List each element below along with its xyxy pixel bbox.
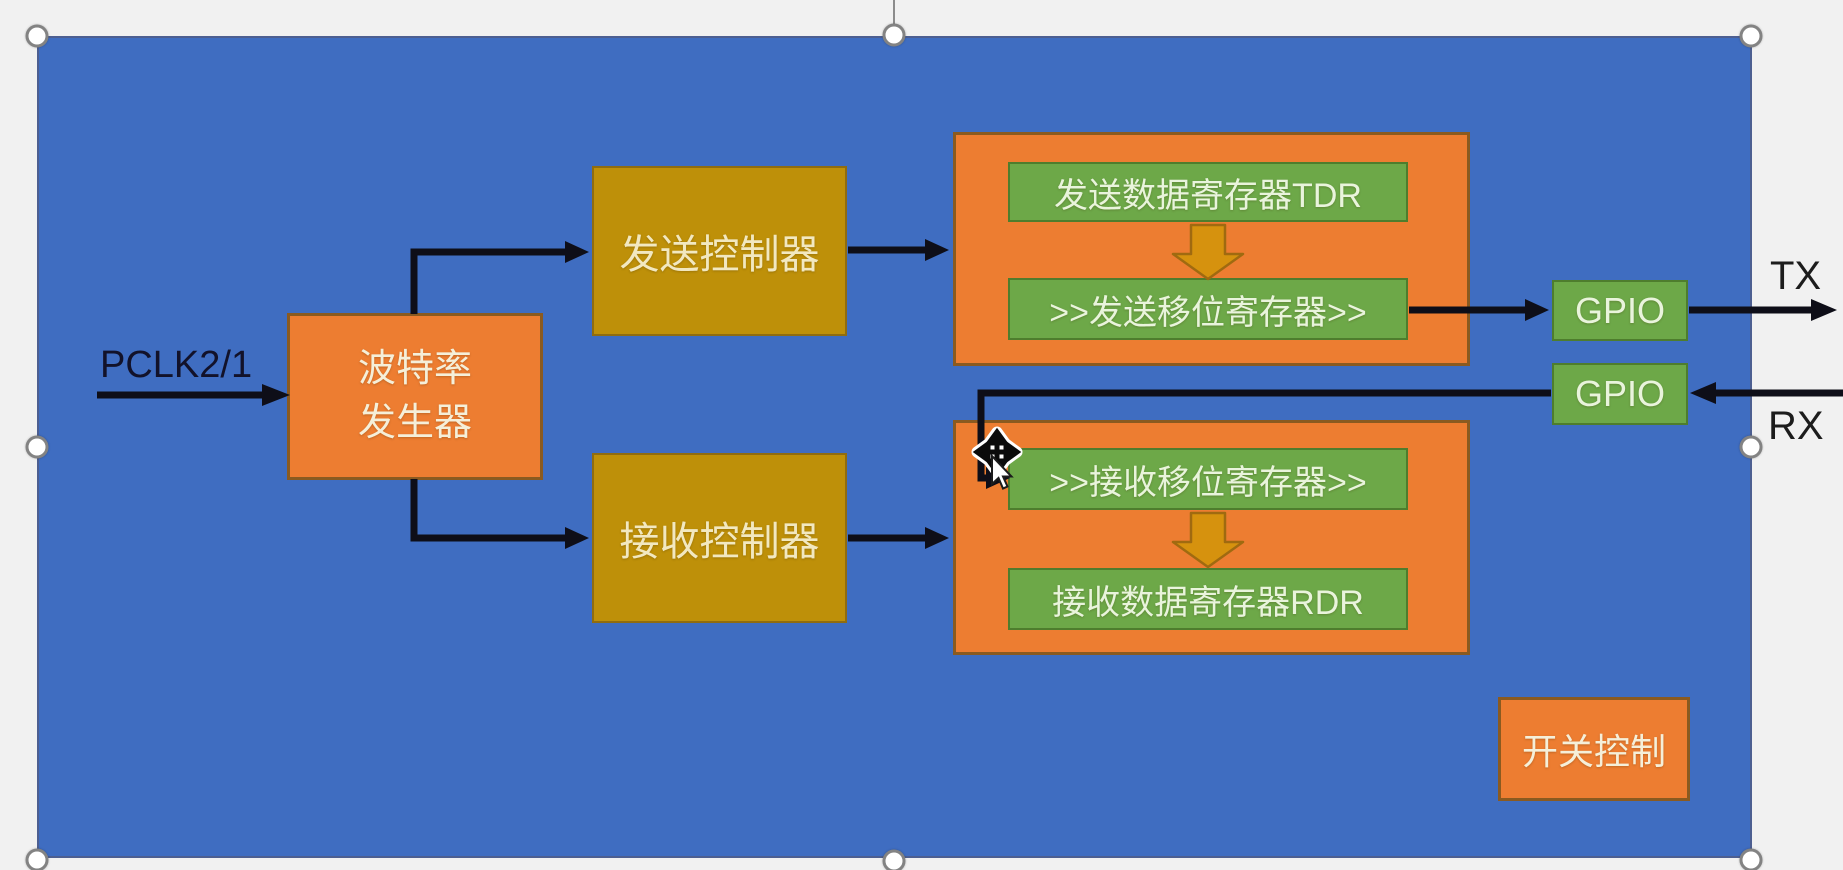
receive-controller-box[interactable]: 接收控制器: [592, 453, 847, 623]
selection-handle-middle-right[interactable]: [1739, 435, 1763, 459]
baud-rate-generator-box[interactable]: 波特率 发生器: [287, 313, 543, 480]
transmit-data-register-tdr-box[interactable]: 发送数据寄存器TDR: [1008, 162, 1408, 222]
receive-data-register-rdr-box[interactable]: 接收数据寄存器RDR: [1008, 568, 1408, 630]
rdr-label: 接收数据寄存器RDR: [1052, 583, 1364, 622]
gpio-rx-box[interactable]: GPIO: [1552, 363, 1688, 425]
transmit-shift-label: >>发送移位寄存器>>: [1049, 293, 1367, 332]
rotation-handle-stem: [893, 0, 895, 26]
gpio-tx-box[interactable]: GPIO: [1552, 280, 1688, 341]
receive-shift-label: >>接收移位寄存器>>: [1049, 463, 1367, 502]
baud-label-line2: 发生器: [357, 401, 472, 444]
selection-handle-bottom-center[interactable]: [882, 849, 906, 870]
tx-pin-label[interactable]: TX: [1770, 254, 1822, 298]
rx-pin-label[interactable]: RX: [1768, 404, 1824, 448]
selection-handle-top-center[interactable]: [882, 23, 906, 47]
gpio-rx-label: GPIO: [1574, 373, 1666, 414]
transmit-shift-register-box[interactable]: >>发送移位寄存器>>: [1008, 278, 1408, 340]
switch-control-label: 开关控制: [1521, 731, 1666, 772]
pclk-clock-label[interactable]: PCLK2/1: [100, 344, 253, 386]
gpio-tx-label: GPIO: [1574, 289, 1666, 331]
baud-label-line1: 波特率: [357, 347, 472, 390]
selection-handle-bottom-left[interactable]: [25, 848, 49, 870]
receive-shift-register-box[interactable]: >>接收移位寄存器>>: [1008, 448, 1408, 510]
selection-handle-bottom-right[interactable]: [1739, 848, 1763, 870]
receive-controller-label: 接收控制器: [619, 520, 820, 564]
switch-control-box[interactable]: 开关控制: [1498, 697, 1690, 801]
transmit-controller-label: 发送控制器: [619, 233, 820, 277]
selection-handle-top-right[interactable]: [1739, 24, 1763, 48]
transmit-controller-box[interactable]: 发送控制器: [592, 166, 847, 336]
selection-handle-middle-left[interactable]: [25, 435, 49, 459]
tdr-label: 发送数据寄存器TDR: [1054, 176, 1362, 215]
selection-handle-top-left[interactable]: [25, 24, 49, 48]
